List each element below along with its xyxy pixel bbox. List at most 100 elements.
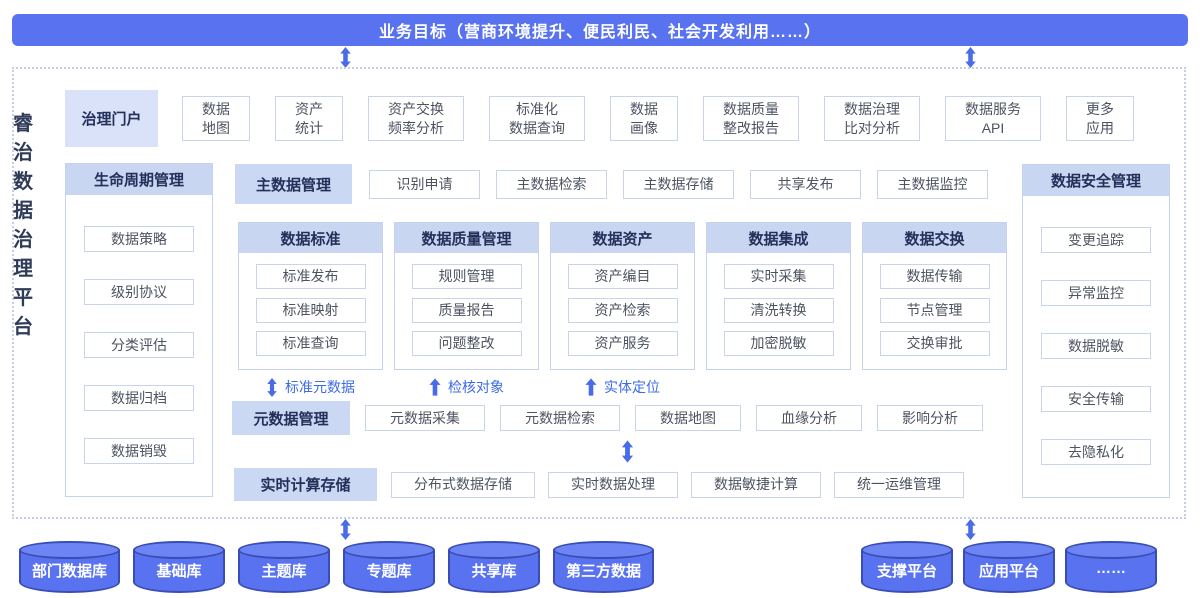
cylinder-top: [238, 541, 331, 559]
database-cylinder: 主题库: [238, 541, 331, 593]
metadata-item: 数据地图: [635, 405, 741, 431]
database-cylinder: 专题库: [343, 541, 436, 593]
double-arrow-icon: [621, 438, 634, 465]
lifecycle-panel: 生命周期管理 数据策略级别协议分类评估数据归档数据销毁: [65, 163, 213, 497]
cylinder-top: [448, 541, 541, 559]
database-label: 部门数据库: [32, 563, 108, 580]
realtime-item: 统一运维管理: [834, 471, 964, 498]
column-item: 资产服务: [567, 331, 678, 356]
realtime-header: 实时计算存储: [234, 468, 377, 501]
column-data-quality: 数据质量管理 规则管理质量报告问题整改: [394, 222, 539, 370]
cylinder-top: [1065, 541, 1157, 559]
column-item: 标准发布: [255, 264, 366, 289]
double-arrow-icon: [339, 519, 352, 540]
metadata-header: 元数据管理: [232, 401, 350, 435]
column-item: 资产编目: [567, 264, 678, 289]
column-header: 数据交换: [863, 223, 1006, 253]
master-data-item: 共享发布: [750, 169, 861, 199]
realtime-item: 分布式数据存储: [391, 471, 535, 498]
cylinder-top: [19, 541, 121, 559]
column-data-integration: 数据集成 实时采集清洗转换加密脱敏: [706, 222, 851, 370]
column-header: 数据质量管理: [395, 223, 538, 253]
cylinder-top: [343, 541, 436, 559]
column-item: 节点管理: [879, 297, 990, 323]
realtime-items: 分布式数据存储实时数据处理数据敏捷计算统一运维管理: [377, 471, 964, 498]
security-item: 异常监控: [1041, 280, 1151, 306]
master-data-item: 主数据监控: [877, 169, 988, 199]
portal-row: 治理门户 数据 地图资产 统计资产交换 频率分析标准化 数据查询数据 画像数据质…: [65, 90, 1134, 147]
column-header: 数据资产: [551, 223, 694, 253]
column-item: 加密脱敏: [723, 331, 834, 356]
business-goal-banner: 业务目标（营商环境提升、便民利民、社会开发利用……）: [12, 14, 1188, 46]
metadata-item: 元数据检索: [500, 405, 620, 431]
master-data-item: 识别申请: [369, 169, 480, 199]
portal-item: 更多 应用: [1066, 96, 1134, 141]
capability-columns: 数据标准 标准发布标准映射标准查询 数据质量管理 规则管理质量报告问题整改 数据…: [238, 222, 1007, 370]
column-item: 清洗转换: [723, 297, 834, 323]
cylinder-top: [133, 541, 226, 559]
double-arrow-icon: [964, 519, 977, 540]
double-arrow-icon: [266, 377, 278, 397]
database-cylinder: 部门数据库: [19, 541, 121, 593]
portal-header: 治理门户: [65, 90, 158, 147]
column-item: 规则管理: [411, 264, 522, 289]
column-item: 标准查询: [255, 331, 366, 356]
security-item: 数据脱敏: [1041, 333, 1151, 359]
flow-label: 实体定位: [604, 379, 660, 395]
platform-label: 支撑平台: [876, 563, 937, 580]
column-item: 标准映射: [255, 297, 366, 323]
portal-item: 资产 统计: [275, 96, 343, 141]
database-cylinder: 基础库: [133, 541, 226, 593]
column-data-standard: 数据标准 标准发布标准映射标准查询: [238, 222, 383, 370]
lifecycle-item: 级别协议: [84, 279, 194, 305]
up-arrow-icon: [429, 378, 441, 396]
database-group: 部门数据库 基础库 主题库 专题库: [19, 541, 655, 593]
master-data-item: 主数据检索: [496, 169, 607, 199]
platform-group: 支撑平台 应用平台 ……: [861, 541, 1157, 593]
cylinder-top: [963, 541, 1055, 559]
portal-item: 资产交换 频率分析: [368, 96, 464, 141]
security-panel: 数据安全管理 变更追踪异常监控数据脱敏安全传输去隐私化: [1022, 164, 1170, 498]
metadata-row: 元数据管理 元数据采集元数据检索数据地图血缘分析影响分析: [232, 401, 983, 435]
column-item: 问题整改: [411, 331, 522, 356]
lifecycle-header: 生命周期管理: [66, 164, 212, 195]
platform-cylinder: 支撑平台: [861, 541, 953, 593]
column-data-asset: 数据资产 资产编目资产检索资产服务: [550, 222, 695, 370]
lifecycle-item: 数据策略: [84, 226, 194, 252]
flow-labels: 标准元数据 检核对象 实体定位: [238, 375, 695, 399]
master-data-items: 识别申请主数据检索主数据存储共享发布主数据监控: [352, 169, 988, 199]
realtime-item: 实时数据处理: [548, 471, 678, 498]
flow-label: 检核对象: [448, 379, 504, 395]
data-sources-row: 部门数据库 基础库 主题库 专题库: [19, 541, 1157, 593]
column-header: 数据集成: [707, 223, 850, 253]
flow-check-object: 检核对象: [394, 375, 539, 399]
portal-item: 数据 画像: [610, 96, 678, 141]
cylinder-top: [553, 541, 655, 559]
master-data-header: 主数据管理: [235, 164, 352, 204]
lifecycle-item: 分类评估: [84, 332, 194, 358]
security-header: 数据安全管理: [1023, 165, 1169, 196]
database-label: 主题库: [261, 563, 307, 580]
flow-entity-location: 实体定位: [550, 375, 695, 399]
double-arrow-icon: [339, 47, 352, 68]
platform-label: ……: [1096, 560, 1126, 577]
lifecycle-item: 数据归档: [84, 385, 194, 411]
security-items: 变更追踪异常监控数据脱敏安全传输去隐私化: [1023, 227, 1169, 465]
column-item: 实时采集: [723, 264, 834, 289]
database-label: 共享库: [471, 563, 517, 580]
portal-item: 数据质量 整改报告: [703, 96, 799, 141]
lifecycle-item: 数据销毁: [84, 438, 194, 464]
database-cylinder: 第三方数据: [553, 541, 655, 593]
metadata-item: 影响分析: [877, 405, 983, 431]
column-item: 交换审批: [879, 331, 990, 356]
security-item: 安全传输: [1041, 386, 1151, 412]
column-item: 资产检索: [567, 297, 678, 323]
metadata-item: 元数据采集: [365, 405, 485, 431]
lifecycle-items: 数据策略级别协议分类评估数据归档数据销毁: [66, 226, 212, 464]
portal-item: 数据 地图: [182, 96, 250, 141]
realtime-item: 数据敏捷计算: [691, 471, 821, 498]
realtime-row: 实时计算存储 分布式数据存储实时数据处理数据敏捷计算统一运维管理: [234, 468, 964, 501]
master-data-item: 主数据存储: [623, 169, 734, 199]
up-arrow-icon: [585, 378, 597, 396]
